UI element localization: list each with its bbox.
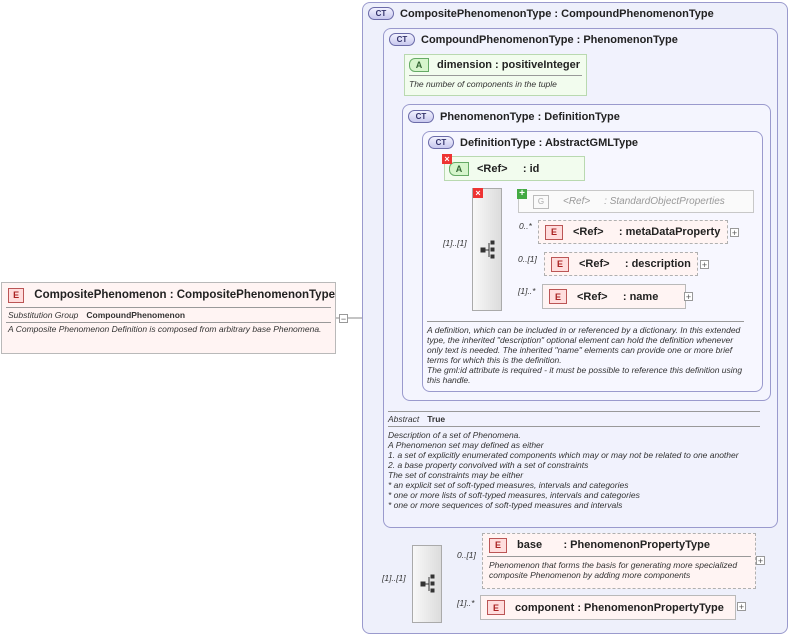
abstract-row: Abstract True [388, 414, 445, 424]
sequence-icon [420, 574, 435, 593]
substitution-group-row: Substitution Group CompoundPhenomenon [2, 308, 335, 322]
sequence-compositor-definition[interactable] [472, 188, 502, 311]
attribute-icon: A [409, 58, 429, 72]
element-icon: E [487, 600, 505, 615]
sequence-icon [480, 240, 495, 259]
complex-type-composite-header: CT CompositePhenomenonType : CompoundPhe… [368, 7, 714, 20]
element-description[interactable]: E <Ref> : description [544, 252, 698, 276]
complex-type-compound-title: CompoundPhenomenonType : PhenomenonType [421, 33, 678, 46]
complex-type-icon: CT [368, 7, 394, 20]
element-icon: E [551, 256, 569, 272]
element-base-title: base : PhenomenonPropertyType [517, 539, 710, 551]
definition-documentation: A definition, which can be included in o… [427, 325, 743, 385]
complex-type-phenomenon-title: PhenomenonType : DefinitionType [440, 110, 620, 123]
definition-doc-separator [427, 321, 744, 322]
metadata-cardinality: 0..* [519, 221, 532, 231]
attribute-id-title: <Ref> : id [477, 162, 540, 175]
element-component-title: component : PhenomenonPropertyType [515, 601, 724, 614]
sequence-cardinality: [1]..[1] [443, 238, 467, 248]
root-element-title: CompositePhenomenon : CompositePhenomeno… [34, 289, 335, 301]
complex-type-compound-header: CT CompoundPhenomenonType : PhenomenonTy… [389, 33, 678, 46]
element-icon: E [8, 287, 25, 303]
compound-documentation: Description of a set of Phenomena. A Phe… [388, 430, 739, 510]
compound-doc-separator [388, 426, 760, 427]
abstract-value: True [427, 414, 446, 424]
description-cardinality: 0..[1] [518, 254, 537, 264]
element-description-title: <Ref> : description [579, 258, 691, 270]
root-element-composite-phenomenon[interactable]: E CompositePhenomenon : CompositePhenome… [1, 282, 336, 354]
component-cardinality: [1]..* [457, 598, 475, 608]
base-cardinality: 0..[1] [457, 550, 476, 560]
required-mark-icon: × [442, 154, 452, 164]
complex-type-icon: CT [428, 136, 454, 149]
attribute-dimension[interactable]: A dimension : positiveInteger The number… [404, 54, 587, 96]
abstract-label: Abstract [388, 414, 420, 424]
root-documentation: A Composite Phenomenon Definition is com… [8, 324, 322, 334]
group-standard-object-properties[interactable]: G <Ref> : StandardObjectProperties [518, 190, 754, 213]
element-name[interactable]: E <Ref> : name [542, 284, 686, 309]
complex-type-icon: CT [408, 110, 434, 123]
attribute-icon: A [449, 161, 469, 176]
attribute-dimension-doc: The number of components in the tuple [409, 79, 557, 89]
element-icon: E [545, 224, 563, 240]
complex-type-composite-title: CompositePhenomenonType : CompoundPhenom… [400, 7, 714, 20]
name-cardinality: [1]..* [518, 286, 536, 296]
compound-meta-separator [388, 411, 760, 412]
element-metadata-title: <Ref> : metaDataProperty [573, 226, 721, 238]
expand-toggle[interactable]: + [684, 292, 693, 302]
complex-type-definition-header: CT DefinitionType : AbstractGMLType [428, 136, 638, 149]
expand-toggle[interactable]: + [737, 602, 746, 612]
element-name-title: <Ref> : name [577, 290, 659, 303]
substitution-group-label: Substitution Group [8, 310, 79, 320]
element-base[interactable]: E base : PhenomenonPropertyType Phenomen… [482, 533, 756, 589]
expand-toggle[interactable]: + [756, 556, 765, 566]
element-icon: E [549, 289, 567, 304]
element-component[interactable]: E component : PhenomenonPropertyType [480, 595, 736, 620]
group-icon: G [533, 194, 549, 209]
attribute-dimension-title: dimension : positiveInteger [437, 59, 581, 71]
complex-type-icon: CT [389, 33, 415, 46]
outer-sequence-cardinality: [1]..[1] [382, 573, 406, 583]
expand-toggle[interactable]: + [700, 260, 709, 270]
collapse-toggle[interactable]: − [339, 314, 348, 324]
substitution-group-value: CompoundPhenomenon [86, 310, 186, 320]
expand-toggle[interactable]: + [730, 228, 739, 238]
element-base-doc: Phenomenon that forms the basis for gene… [489, 560, 738, 580]
optional-plus-icon: + [517, 189, 527, 199]
attribute-ref-id[interactable]: A <Ref> : id [444, 156, 585, 181]
sequence-compositor-composite[interactable] [412, 545, 442, 623]
element-metadata-property[interactable]: E <Ref> : metaDataProperty [538, 220, 728, 244]
required-mark-icon: × [473, 188, 483, 198]
complex-type-definition-title: DefinitionType : AbstractGMLType [460, 136, 639, 149]
group-title: <Ref> : StandardObjectProperties [563, 196, 725, 207]
element-icon: E [489, 537, 507, 553]
complex-type-phenomenon-header: CT PhenomenonType : DefinitionType [408, 110, 620, 123]
